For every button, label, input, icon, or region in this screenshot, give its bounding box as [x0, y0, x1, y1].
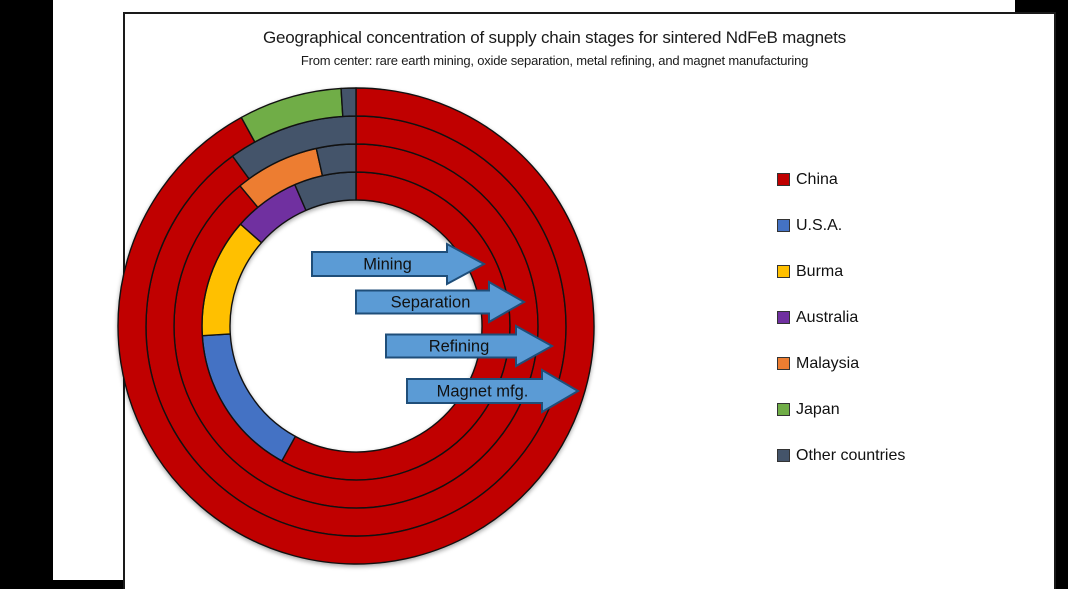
legend-label: China: [796, 170, 838, 188]
stage-arrow-label-separation: Separation: [391, 294, 471, 312]
stage-arrow-mining: [311, 242, 487, 286]
legend-item-japan: Japan: [777, 400, 905, 419]
legend-item-australia: Australia: [777, 308, 905, 327]
legend-label: Malaysia: [796, 354, 860, 372]
doughnut-rings: [117, 87, 595, 565]
legend-item-burma: Burma: [777, 262, 905, 281]
legend-label: Australia: [796, 308, 859, 326]
legend-item-malaysia: Malaysia: [777, 354, 905, 373]
stage-arrow-separation: [355, 280, 527, 324]
legend-label: Other countries: [796, 446, 906, 464]
ring-segment-separation-other-countries: [315, 143, 357, 177]
legend-swatch-icon: [777, 219, 790, 232]
stage-arrow-refining: [385, 324, 555, 368]
legend-item-china: China: [777, 170, 905, 189]
ring-segment-magnet_manufacturing-other-countries: [340, 87, 357, 118]
legend-label: Burma: [796, 262, 844, 280]
legend-swatch-icon: [777, 265, 790, 278]
chart-subtitle: From center: rare earth mining, oxide se…: [300, 53, 809, 68]
legend-swatch-icon: [777, 357, 790, 370]
legend-label: U.S.A.: [796, 216, 843, 234]
chart-title: Geographical concentration of supply cha…: [263, 28, 846, 47]
legend-swatch-icon: [777, 173, 790, 186]
legend-item-other-countries: Other countries: [777, 446, 905, 465]
legend-swatch-icon: [777, 311, 790, 324]
legend-label: Japan: [796, 400, 840, 418]
stage-arrow-label-magnet_manufacturing: Magnet mfg.: [437, 383, 529, 401]
stage-arrow-label-mining: Mining: [363, 256, 412, 274]
legend-swatch-icon: [777, 449, 790, 462]
legend-item-u-s-a: U.S.A.: [777, 216, 905, 235]
stage-arrow-magnet_manufacturing: [406, 368, 580, 414]
legend-swatch-icon: [777, 403, 790, 416]
stage-arrow-label-refining: Refining: [429, 338, 490, 356]
